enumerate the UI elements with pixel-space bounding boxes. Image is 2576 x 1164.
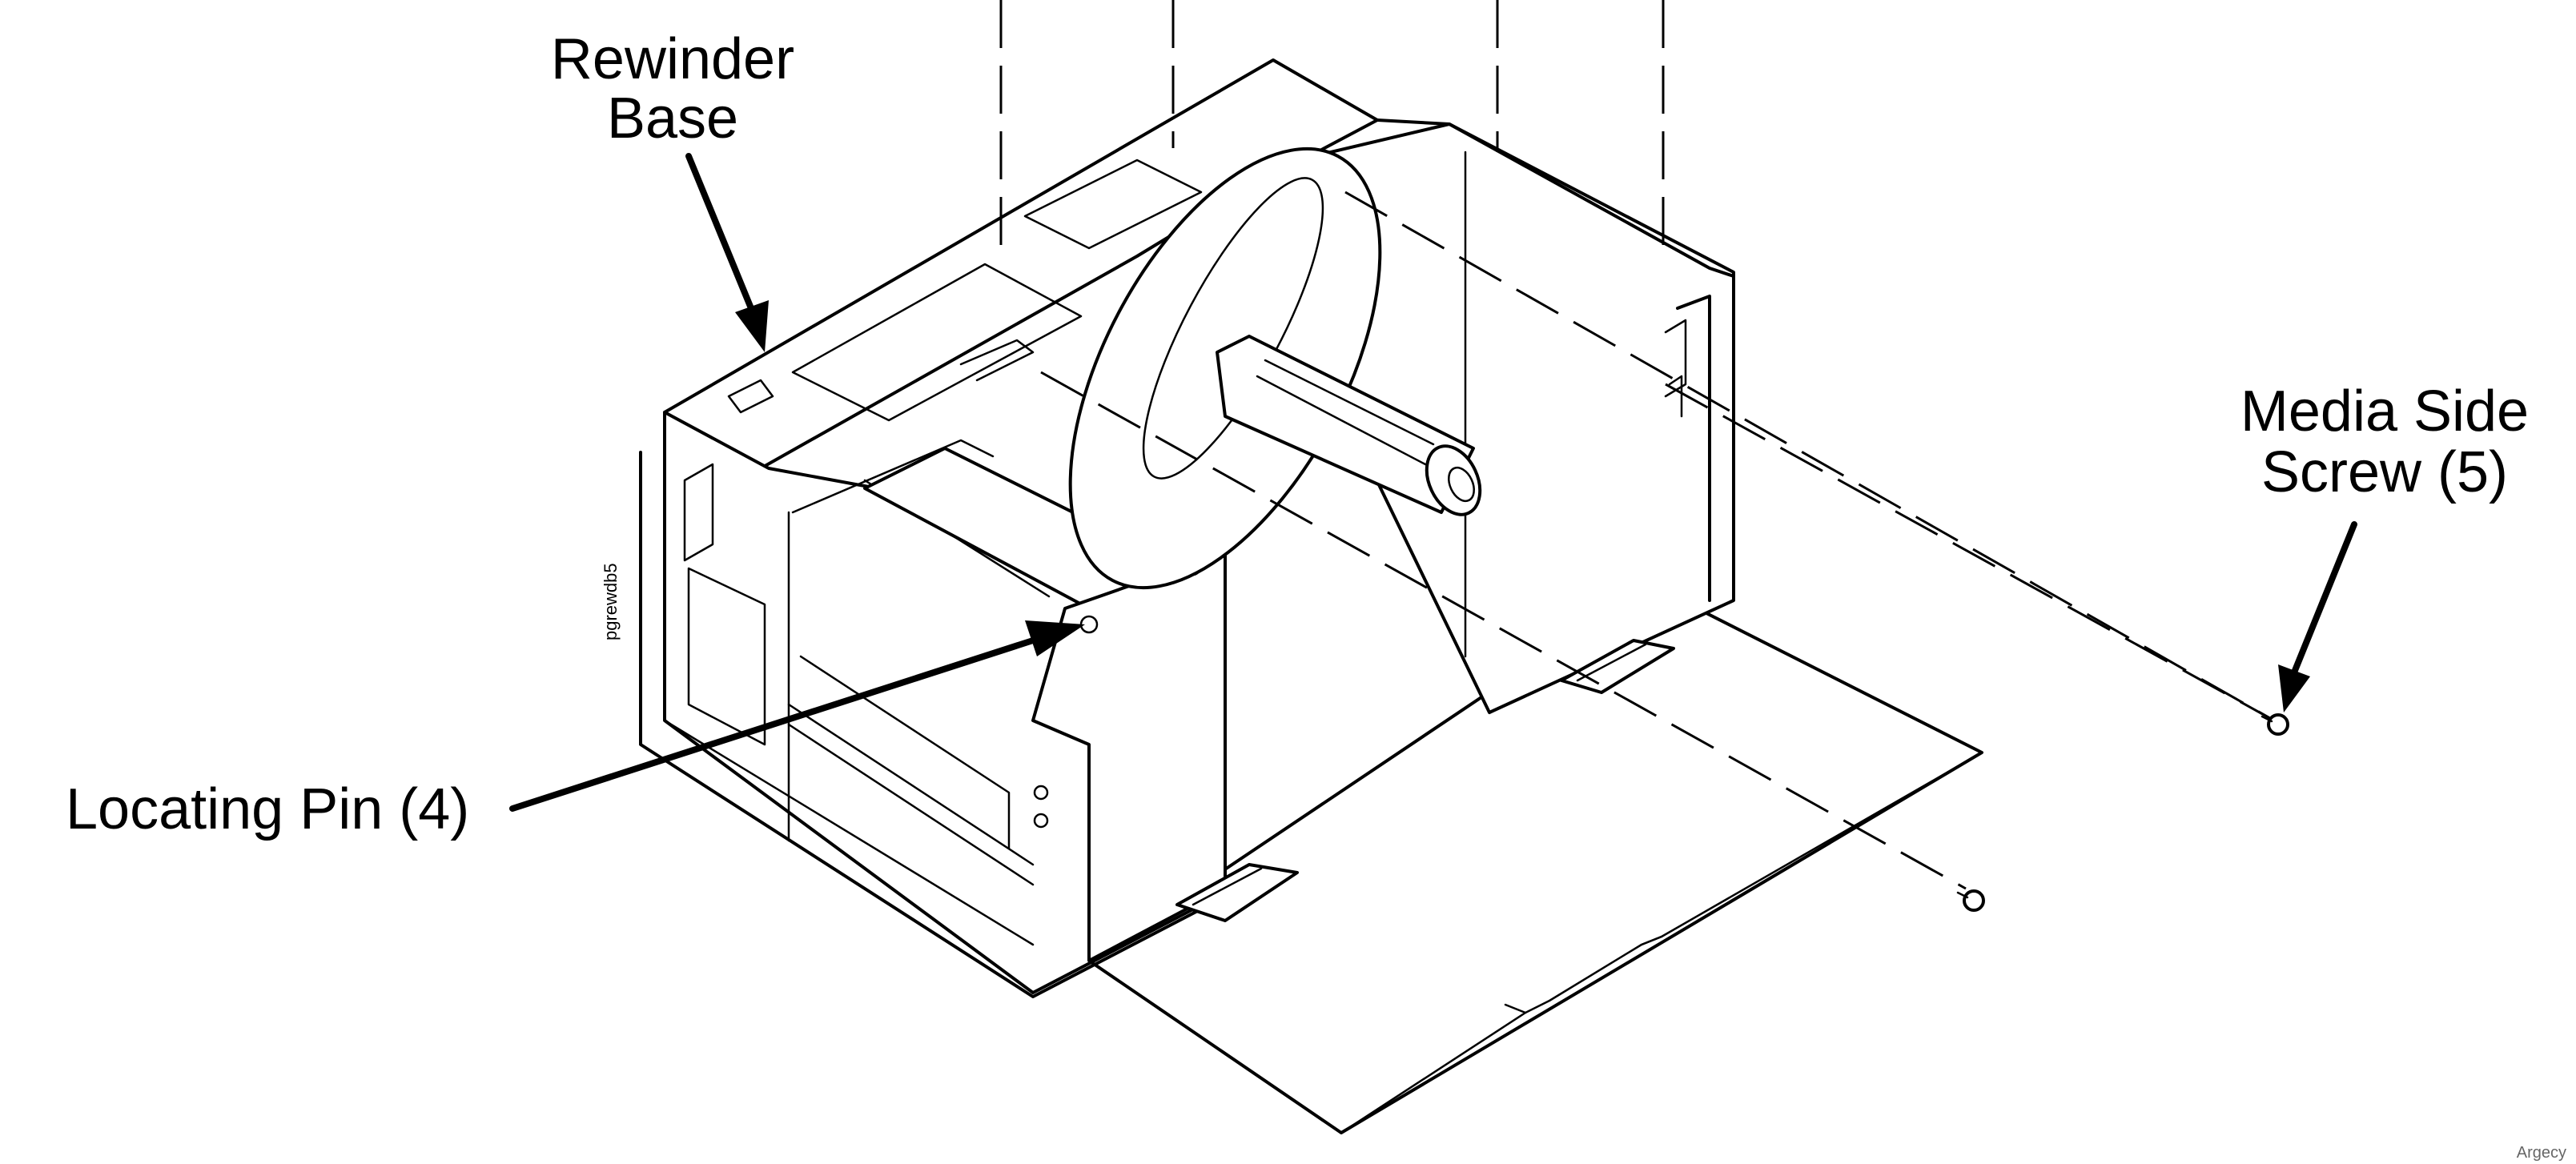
hinged-flap bbox=[1087, 583, 1983, 1134]
media-side-screw-label: Screw (5) bbox=[2261, 440, 2508, 504]
guide-bracket bbox=[863, 447, 1227, 962]
spindle-core bbox=[1216, 335, 1482, 516]
leader-media-side-screw bbox=[2278, 521, 2357, 712]
figure-id: pgrewdb5 bbox=[601, 563, 621, 640]
leader-locating-pin bbox=[509, 620, 1085, 812]
media-side-screw-label: Media Side bbox=[2240, 379, 2529, 444]
locating-pin-label: Locating Pin (4) bbox=[66, 777, 469, 841]
screw-icon bbox=[1956, 889, 1985, 912]
exploded-view-lines bbox=[999, 0, 2275, 890]
credit-watermark: Argecy bbox=[2517, 1144, 2566, 1162]
leader-rewinder-base bbox=[685, 153, 769, 352]
rewinder-base-label: Base bbox=[607, 86, 738, 151]
screw-icon bbox=[2261, 713, 2289, 736]
rewinder-base-label: Rewinder bbox=[551, 27, 794, 91]
